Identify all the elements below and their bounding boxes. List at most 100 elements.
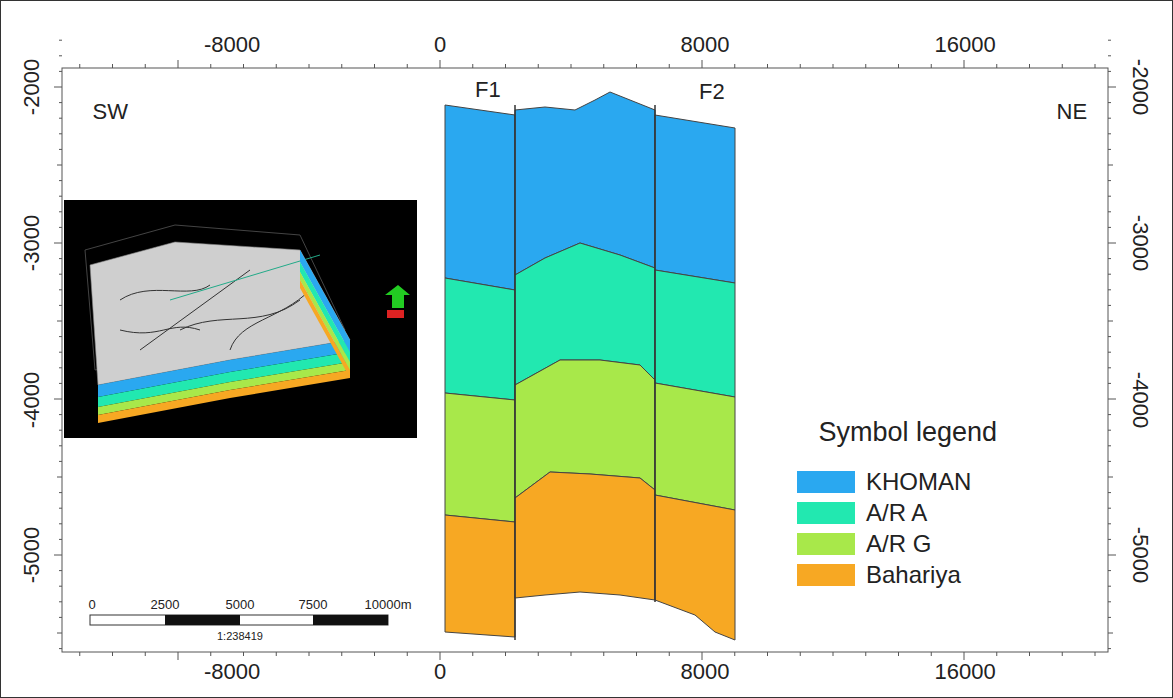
axis-tick — [276, 64, 277, 68]
legend-text: A/R A — [866, 501, 927, 525]
axis-tick — [996, 652, 997, 656]
axis-tick — [1108, 492, 1111, 493]
axis-label: 16000 — [935, 34, 996, 56]
axis-tick — [59, 274, 62, 275]
axis-tick — [1108, 258, 1111, 259]
axis-tick — [1108, 601, 1111, 602]
axis-tick — [1108, 352, 1111, 353]
axis-tick — [865, 64, 866, 68]
axis-label: -8000 — [204, 661, 260, 683]
legend-swatch — [797, 502, 855, 524]
axis-tick — [1108, 40, 1111, 41]
axis-tick — [1108, 196, 1111, 197]
axis-tick — [59, 445, 62, 446]
direction-label: NE — [1057, 101, 1088, 123]
axis-tick — [59, 648, 62, 649]
axis-tick — [57, 165, 62, 166]
scale-label: 2500 — [151, 598, 180, 611]
axis-tick — [59, 211, 62, 212]
axis-tick — [54, 87, 62, 88]
axis-tick — [59, 430, 62, 431]
axis-tick — [112, 652, 113, 656]
axis-tick — [145, 652, 146, 656]
axis-tick — [1108, 539, 1111, 540]
axis-tick — [1108, 180, 1111, 181]
axis-tick — [407, 652, 408, 656]
axis-tick — [1108, 414, 1111, 415]
axis-label: 8000 — [681, 34, 730, 56]
axis-tick — [243, 64, 244, 68]
axis-tick — [1108, 321, 1113, 322]
axis-tick — [1108, 367, 1111, 368]
axis-tick — [1108, 289, 1111, 290]
axis-tick — [59, 305, 62, 306]
axis-tick — [59, 133, 62, 134]
axis-tick — [309, 652, 310, 656]
axis-tick — [59, 367, 62, 368]
axis-tick — [59, 71, 62, 72]
axis-tick — [79, 64, 80, 68]
axis-tick — [800, 64, 801, 68]
axis-tick — [702, 60, 703, 68]
axis-tick — [440, 652, 441, 660]
axis-tick — [1108, 461, 1111, 462]
axis-label: -4000 — [21, 372, 43, 428]
axis-tick — [1095, 652, 1096, 656]
axis-tick — [57, 633, 62, 634]
axis-label: -8000 — [204, 34, 260, 56]
axis-tick — [636, 652, 637, 656]
axis-tick — [59, 102, 62, 103]
axis-tick — [178, 60, 179, 68]
axis-tick — [1029, 64, 1030, 68]
axis-tick — [59, 196, 62, 197]
axis-tick — [833, 652, 834, 656]
axis-tick — [669, 652, 670, 656]
axis-tick — [54, 555, 62, 556]
axis-tick — [59, 55, 62, 56]
axis-tick — [1108, 165, 1113, 166]
axis-tick — [1108, 274, 1111, 275]
axis-tick — [1108, 243, 1116, 244]
legend-text: Bahariya — [866, 563, 961, 587]
axis-tick — [571, 652, 572, 656]
axis-tick — [603, 64, 604, 68]
axis-tick — [1095, 64, 1096, 68]
axis-tick — [603, 652, 604, 656]
axis-label: -2000 — [21, 59, 43, 115]
axis-tick — [964, 60, 965, 68]
axis-tick — [1108, 118, 1111, 119]
axis-tick — [1108, 399, 1116, 400]
axis-tick — [374, 64, 375, 68]
axis-tick — [59, 414, 62, 415]
axis-tick — [1108, 570, 1111, 571]
axis-tick — [1108, 71, 1111, 72]
legend-swatch — [797, 471, 855, 493]
axis-tick — [210, 64, 211, 68]
axis-tick — [59, 336, 62, 337]
axis-tick — [571, 64, 572, 68]
axis-tick — [636, 64, 637, 68]
axis-label: 8000 — [681, 661, 730, 683]
direction-label: F1 — [475, 79, 501, 101]
scale-label: 7500 — [299, 598, 328, 611]
axis-tick — [1029, 652, 1030, 656]
axis-tick — [59, 601, 62, 602]
scale-label: 5000 — [226, 598, 255, 611]
axis-tick — [59, 461, 62, 462]
axis-tick — [1108, 586, 1111, 587]
axis-tick — [1108, 305, 1111, 306]
axis-tick — [1108, 477, 1113, 478]
axis-tick — [734, 64, 735, 68]
axis-tick — [59, 227, 62, 228]
legend-swatch — [797, 564, 855, 586]
axis-tick — [59, 523, 62, 524]
axis-tick — [734, 652, 735, 656]
axis-tick — [243, 652, 244, 656]
axis-tick — [112, 64, 113, 68]
axis-tick — [1108, 87, 1116, 88]
axis-tick — [407, 64, 408, 68]
axis-tick — [59, 539, 62, 540]
axis-tick — [1108, 523, 1111, 524]
axis-tick — [669, 64, 670, 68]
